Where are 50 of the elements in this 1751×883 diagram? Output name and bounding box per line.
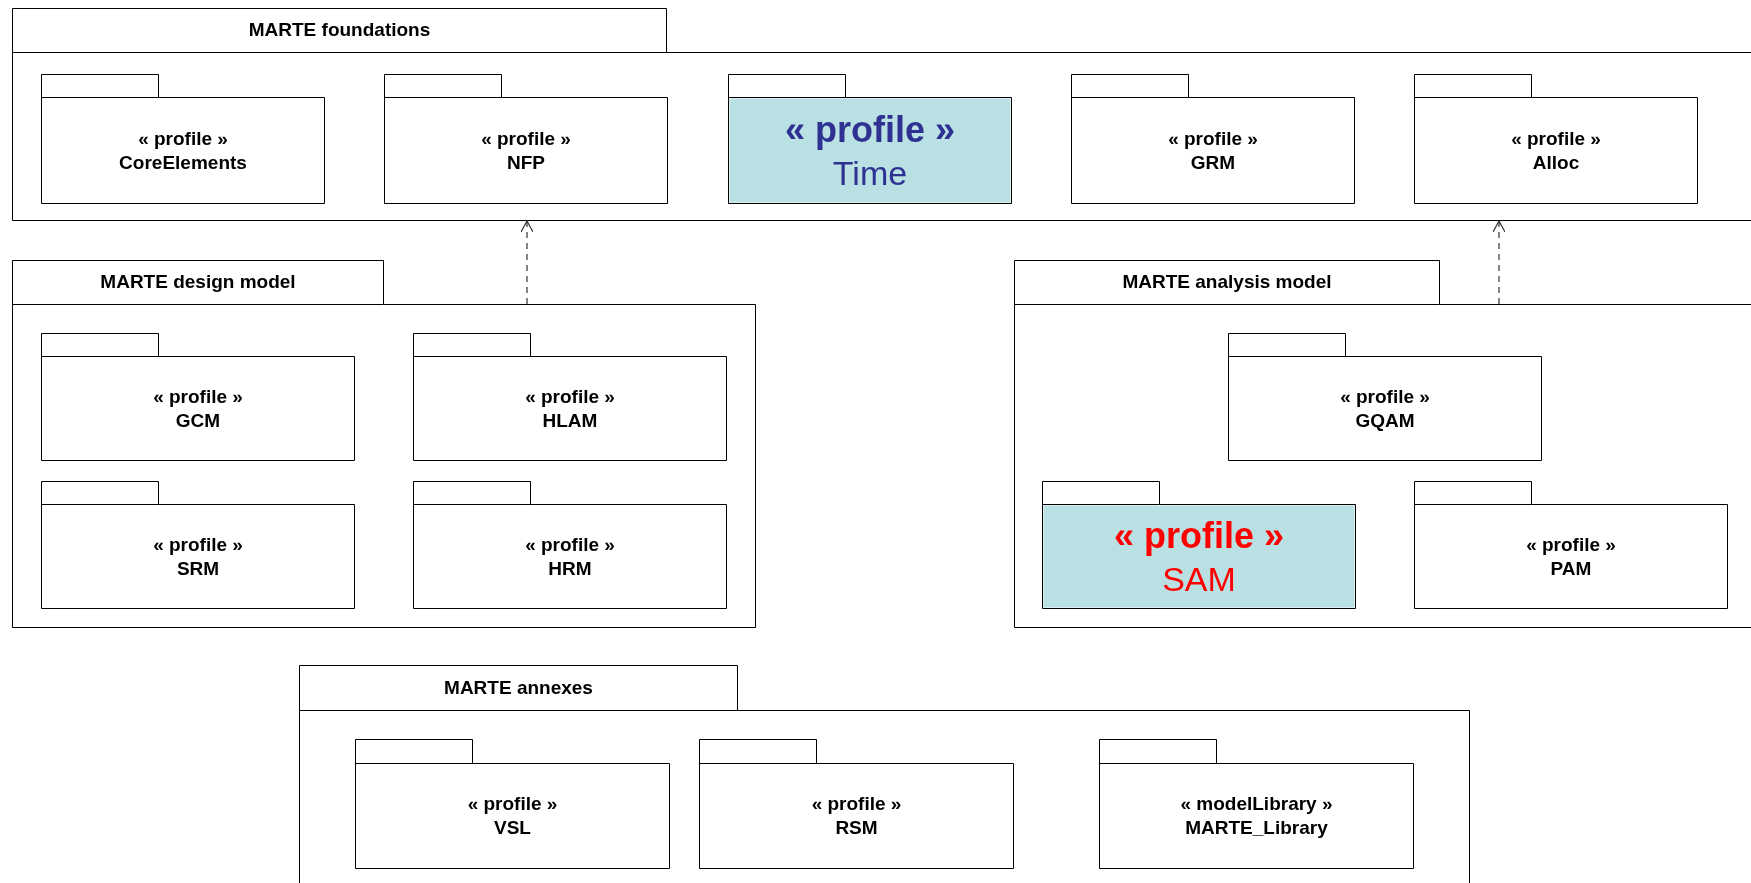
stereotype-label: « profile » bbox=[784, 107, 956, 152]
stereotype-label: « profile » bbox=[153, 532, 243, 557]
package-box bbox=[1228, 333, 1542, 461]
package-name: CoreElements bbox=[119, 150, 247, 175]
package-box bbox=[355, 739, 670, 869]
package-box bbox=[41, 481, 355, 609]
stereotype-label: « modelLibrary » bbox=[1180, 792, 1333, 816]
package-name: SAM bbox=[1162, 558, 1236, 600]
package-name: GRM bbox=[1190, 150, 1236, 175]
stereotype-label: « profile » bbox=[467, 792, 558, 816]
stereotype-label: « profile » bbox=[525, 384, 615, 409]
package-box bbox=[413, 333, 727, 461]
package-name: RSM bbox=[835, 816, 878, 840]
package-name: HRM bbox=[548, 556, 592, 581]
package-name: HLAM bbox=[542, 408, 598, 433]
package-name: SRM bbox=[176, 556, 220, 581]
package-box bbox=[699, 739, 1014, 869]
stereotype-label: « profile » bbox=[481, 126, 571, 151]
stereotype-label: « profile » bbox=[811, 792, 902, 816]
stereotype-label: « profile » bbox=[1168, 126, 1258, 151]
package-name: MARTE_Library bbox=[1185, 816, 1328, 840]
package-name: MARTE analysis model bbox=[1122, 270, 1332, 295]
package-name: GQAM bbox=[1355, 408, 1415, 433]
package-name: MARTE design model bbox=[100, 270, 296, 295]
package-box bbox=[12, 260, 756, 628]
package-name: PAM bbox=[1550, 556, 1592, 581]
stereotype-label: « profile » bbox=[1526, 532, 1616, 557]
package-name: MARTE foundations bbox=[248, 18, 431, 43]
package-box bbox=[299, 665, 1470, 883]
stereotype-label: « profile » bbox=[1113, 513, 1285, 558]
package-name: GCM bbox=[175, 408, 221, 433]
package-box bbox=[41, 333, 355, 461]
package-name: NFP bbox=[507, 150, 545, 175]
package-name: VSL bbox=[494, 816, 531, 840]
package-box bbox=[413, 481, 727, 609]
stereotype-label: « profile » bbox=[1511, 126, 1601, 151]
package-box bbox=[1042, 481, 1356, 609]
dependency-arrow bbox=[1492, 220, 1506, 305]
package-name: Alloc bbox=[1532, 150, 1580, 175]
package-box bbox=[1414, 481, 1728, 609]
stereotype-label: « profile » bbox=[153, 384, 243, 409]
dependency-arrow bbox=[520, 220, 534, 305]
package-box bbox=[1014, 260, 1751, 628]
stereotype-label: « profile » bbox=[1340, 384, 1430, 409]
package-name: MARTE annexes bbox=[444, 675, 593, 700]
stereotype-label: « profile » bbox=[525, 532, 615, 557]
package-box bbox=[1099, 739, 1414, 869]
package-name: Time bbox=[832, 152, 908, 194]
package-box bbox=[12, 8, 1751, 221]
stereotype-label: « profile » bbox=[138, 126, 228, 151]
